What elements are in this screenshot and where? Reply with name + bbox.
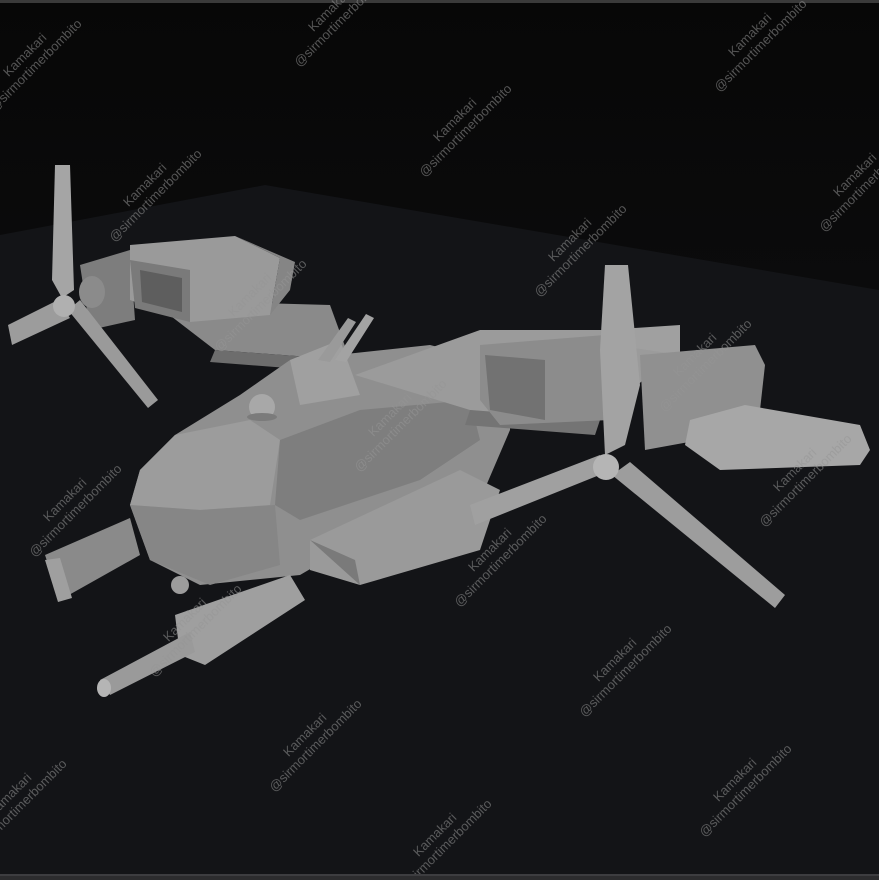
- chin-cannon: [175, 575, 305, 665]
- top-border: [0, 0, 879, 3]
- left-rotor-blade: [52, 165, 74, 298]
- right-rotor-blade: [600, 265, 640, 455]
- right-tail-fin: [685, 405, 870, 470]
- gun-barrel: [100, 632, 195, 695]
- bottom-border: [0, 874, 879, 880]
